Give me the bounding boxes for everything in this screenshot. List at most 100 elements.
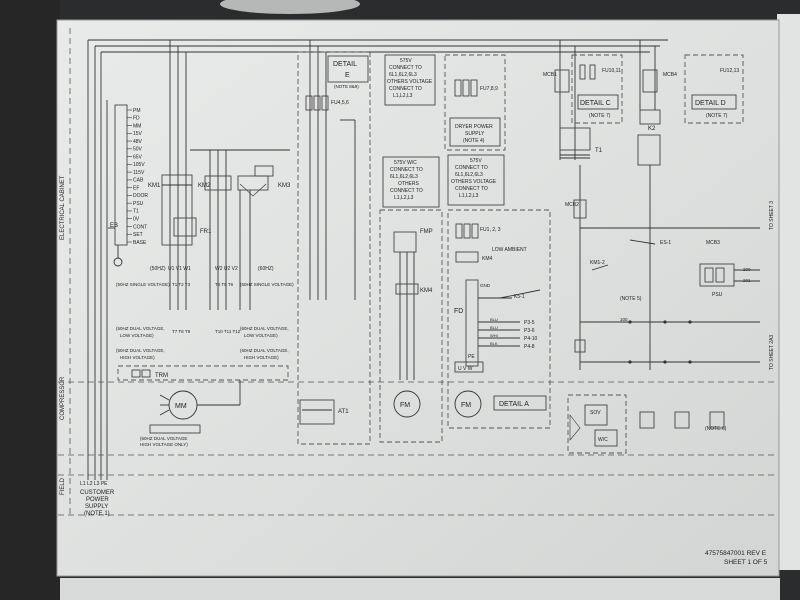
p4-10-label: P4-10: [524, 336, 538, 342]
panel-signal-label: 105V: [133, 162, 145, 168]
p3-6-label: P3-6: [524, 328, 535, 334]
schematic-sheet: [56, 19, 780, 577]
t-row-label: T1 T2 T3: [172, 282, 191, 287]
panel-signal-label: CAB: [133, 178, 144, 184]
dryer-575-b: CONNECT TO: [389, 65, 422, 71]
detail-d-label: DETAIL D: [695, 100, 726, 107]
fu10-label: FU10,11: [602, 68, 621, 74]
dryer-575-d: OTHERS VOLTAGE: [387, 79, 433, 85]
dryer-575-f: L1,L2,L3: [393, 93, 413, 99]
panel-signal-label: CONT: [133, 224, 147, 230]
left-frame: [0, 0, 60, 600]
title-block: 47575847001 REV E SHEET 1 OF 5: [705, 550, 768, 566]
fanwc-f: L1,L2,L3: [394, 195, 414, 201]
to-sheet-2a3-label: TO SHEET 2A3: [769, 335, 775, 370]
dryer-575-c: 6L1,6L2,6L3: [389, 72, 417, 78]
control-section: MCB1 FU10,11 DETAIL C (NOTE 7) MCB4 FU12…: [543, 54, 760, 454]
fanwc-d: OTHERS: [398, 181, 420, 187]
detail-e-title-b: E: [345, 72, 350, 79]
fu123-label: FU1, 2, 3: [480, 227, 501, 233]
dual-high-a-label: (50HZ DUAL VOLTAGE,: [116, 348, 165, 353]
fd-label: FD: [454, 308, 463, 315]
supply-terminals-label: L1 L2 L3 PE: [80, 481, 108, 487]
lower-sheet: [60, 578, 780, 600]
fan-wc-section: 575V W/C CONNECT TO 6L1,6L2,6L3 OTHERS C…: [379, 156, 443, 443]
hz60-label: (60HZ): [258, 266, 274, 272]
p3-5-label: P3-5: [524, 320, 535, 326]
detail-e-section: DETAIL E (NOTE 8&9) FU4,5,6 AT1: [297, 51, 371, 445]
km2-label: KM2: [198, 183, 211, 189]
km3-label: KM3: [278, 183, 291, 189]
u1v1w1-label: U1 V1 W1: [168, 266, 191, 272]
at1-label: AT1: [338, 409, 349, 415]
note5-label: (NOTE 5): [620, 296, 642, 302]
panel-signal-label: 65V: [133, 154, 143, 160]
mcb4-label: MCB4: [663, 72, 677, 78]
uvw-label: U V W: [458, 366, 473, 372]
electrical-cabinet-label: ELECTRICAL CABINET: [60, 175, 66, 240]
panel-signal-label: BASE: [133, 240, 147, 246]
w2u2v2-label: W2 U2 V2: [215, 266, 238, 272]
k2-label: K2: [648, 126, 656, 132]
fan-amb-motor-symbol: [454, 390, 482, 418]
detail-c-note: (NOTE 7): [589, 113, 611, 119]
panel-signal-label: 50V: [133, 147, 143, 153]
fanamb-e: CONNECT TO: [455, 186, 488, 192]
fanamb-f: L1,L2,L3: [459, 193, 479, 199]
supply-bus: [87, 39, 668, 480]
panel-signal-label: 15V: [133, 131, 143, 137]
panel-signal-label: SET: [133, 232, 143, 238]
supply-line2: POWER: [86, 497, 109, 503]
to-sheet-3-label: TO SHEET 3: [769, 201, 775, 230]
bottom-note-b-label: HIGH VOLTAGE ONLY): [140, 442, 188, 447]
fanwc-c: 6L1,6L2,6L3: [390, 174, 418, 180]
adjacent-sheet: [777, 14, 800, 570]
fu456-label: FU4,5,6: [331, 100, 349, 106]
fmp-label: FMP: [420, 229, 433, 235]
t7-row-label: T7 T8 T9: [172, 329, 191, 334]
compressor-label: COMPRESSOR: [60, 376, 66, 420]
dryer-psu-a: DRYER POWER: [455, 124, 493, 130]
wht-label: WHI: [490, 333, 498, 338]
km1-2-label: KM1-2: [590, 260, 605, 266]
dryer-psu-c: (NOTE 4): [463, 138, 485, 144]
panel-signal-label: PSU: [133, 201, 144, 207]
hz50-label: (50HZ): [150, 266, 166, 272]
customer-supply: L1 L2 L3 PE CUSTOMER POWER SUPPLY (NOTE …: [80, 481, 115, 517]
mcb2-label: MCB2: [565, 202, 579, 208]
panel-signal-label: 48V: [133, 139, 143, 145]
wc-label: W/C: [598, 437, 608, 443]
trm-label: TRM: [155, 373, 168, 379]
fan-wc-motor-label: FM: [400, 402, 410, 409]
fanwc-b: CONNECT TO: [390, 167, 423, 173]
p4-8-label: P4-8: [524, 344, 535, 350]
wire-201-label: 201: [743, 278, 751, 283]
single-60-label: (60HZ SINGLE VOLTAGE): [240, 282, 294, 287]
dryer-power-section: 575V CONNECT TO 6L1,6L2,6L3 OTHERS VOLTA…: [384, 54, 506, 151]
es1-label: ES-1: [660, 240, 671, 246]
mm-motor-label: MM: [175, 403, 187, 410]
detail-e-title-a: DETAIL: [333, 61, 357, 68]
fan-ambient-section: 575V CONNECT TO 6L1,6L2,6L3 OTHERS VOLTA…: [447, 154, 551, 429]
eb-label: EB: [110, 223, 118, 229]
fu789-label: FU7,8,9: [480, 86, 498, 92]
dual-low-b-label: LOW VOLTAGE): [120, 333, 154, 338]
fan-amb-motor-label: FM: [461, 402, 471, 409]
panel-signal-label: MM: [133, 123, 141, 129]
detail-a-label: DETAIL A: [499, 401, 529, 408]
mcb3-label: MCB3: [706, 240, 720, 246]
dual-high-60-b-label: HIGH VOLTAGE): [244, 355, 279, 360]
dual-high-60-a-label: (60HZ DUAL VOLTAGE,: [240, 348, 289, 353]
dryer-575-e: CONNECT TO: [389, 86, 422, 92]
panel-signal-label: 0V: [133, 217, 140, 223]
km1-label: KM1: [148, 183, 161, 189]
bottom-note-a-label: (60HZ DUAL VOLTAGE: [140, 436, 187, 441]
mcb1-label: MCB1: [543, 72, 557, 78]
fanwc-e: CONNECT TO: [390, 188, 423, 194]
supply-line4: (NOTE 1): [84, 511, 110, 517]
main-motor-circuit: KM1 FR1 KM2 KM3 (50HZ) U1 V1 W1 W2 U2 V2…: [116, 149, 294, 447]
k5-label: K5-1: [514, 294, 525, 300]
field-label: FIELD: [60, 477, 66, 495]
dual-low-60-a-label: (60HZ DUAL VOLTAGE,: [240, 326, 289, 331]
